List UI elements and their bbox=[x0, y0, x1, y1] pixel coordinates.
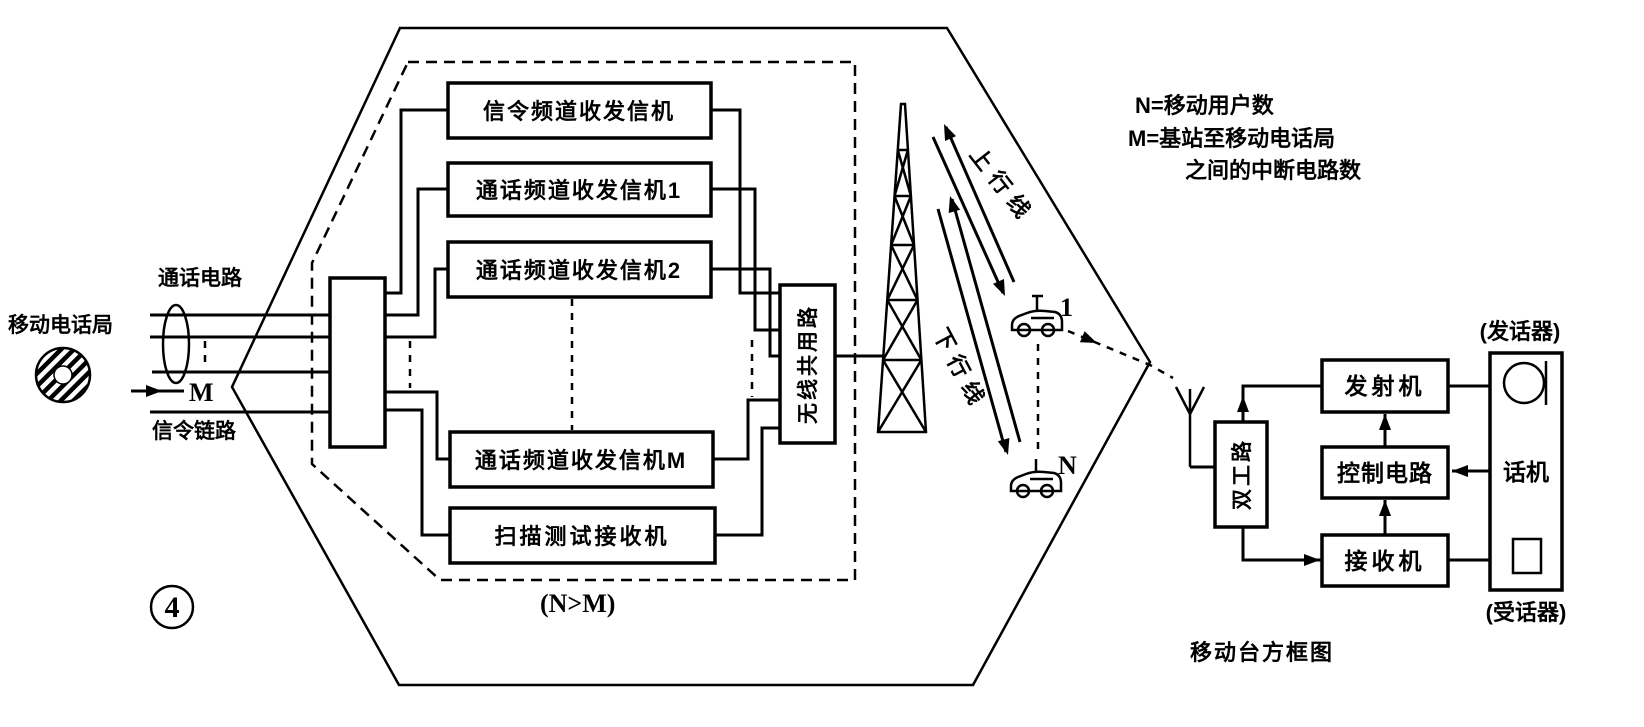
legend: N=移动用户数 M=基站至移动电话局 之间的中断电路数 bbox=[1128, 93, 1362, 183]
uplink-label: 上行线 bbox=[965, 143, 1040, 229]
downlink-arrowhead-up bbox=[948, 196, 961, 214]
earpiece-label: (受话器) bbox=[1486, 600, 1567, 625]
mouthpiece-label: (发话器) bbox=[1480, 319, 1561, 344]
base-station: 信令频道收发信机 通话频道收发信机1 通话频道收发信机2 通话频道收发信机M 扫… bbox=[328, 81, 884, 565]
figure-number-circle bbox=[149, 584, 195, 630]
wire-voice2-to-combiner bbox=[711, 267, 780, 358]
legend-line-1: N=移动用户数 bbox=[1135, 93, 1275, 118]
wire-to-scan-receiver bbox=[385, 408, 450, 537]
control-transmitter-arrowhead bbox=[1379, 414, 1391, 430]
m-count-label: M bbox=[189, 378, 214, 407]
uplink-line-a bbox=[944, 126, 1016, 283]
wire-voice1-to-combiner bbox=[711, 187, 780, 332]
control-circuit-label: 控制电路 bbox=[1337, 460, 1433, 486]
legend-line-3: 之间的中断电路数 bbox=[1185, 158, 1362, 183]
voice-transceiver-2-label: 通话频道收发信机2 bbox=[476, 258, 682, 283]
duplexer-to-transmitter-wire bbox=[1241, 384, 1322, 422]
signaling-transceiver-label: 信令频道收发信机 bbox=[483, 99, 675, 124]
wire-to-voice-transceiver-m bbox=[385, 390, 450, 461]
wire-to-voice-transceiver-2 bbox=[385, 267, 448, 339]
downlink-line-b bbox=[936, 208, 1008, 453]
hexagon-cell-outline bbox=[230, 26, 1152, 687]
wire-voicem-to-combiner bbox=[713, 398, 780, 461]
signaling-link-label: 信令链路 bbox=[152, 419, 237, 443]
earpiece-icon bbox=[1511, 537, 1543, 575]
antenna-combiner-box bbox=[778, 283, 837, 445]
mobile-n-label: N bbox=[1058, 451, 1077, 480]
receiver-label: 接收机 bbox=[1345, 548, 1426, 574]
legend-line-2: M=基站至移动电话局 bbox=[1128, 126, 1335, 151]
radio-links: 上行线 下行线 bbox=[928, 124, 1040, 455]
expansion-link-arrowhead bbox=[1079, 331, 1097, 343]
office-node-center bbox=[53, 365, 73, 385]
mobile-station: 双工路 发射机 控制电路 接收机 话机 (发话器) (受话器) 移动台方框图 bbox=[1174, 319, 1567, 665]
uplink-arrowhead-up bbox=[944, 124, 956, 142]
uplink-arrowhead-down bbox=[993, 278, 1005, 296]
wire-to-signaling-transceiver bbox=[385, 108, 448, 295]
antenna-combiner-label: 无线共用路 bbox=[796, 304, 820, 424]
car-wheel bbox=[1016, 322, 1032, 338]
duplexer-box bbox=[1213, 420, 1269, 529]
voice-transceiver-2-box bbox=[446, 240, 713, 299]
handset-control-arrowhead bbox=[1452, 465, 1468, 477]
base-station-dashed-boundary bbox=[310, 60, 857, 582]
car-wheel bbox=[1040, 322, 1056, 338]
trunk-bundle-brace bbox=[161, 303, 191, 385]
car-wheel bbox=[1015, 483, 1031, 499]
signaling-transceiver-box bbox=[446, 81, 713, 140]
wire-to-voice-transceiver-1 bbox=[385, 187, 448, 317]
mobile-telephone-office: 移动电话局 通话电路 M 信令链路 bbox=[8, 266, 330, 443]
figure-number: 4 bbox=[165, 591, 180, 624]
capacity-note: (N>M) bbox=[540, 589, 615, 618]
duplexer-transmitter-arrowhead bbox=[1237, 396, 1249, 412]
voice-transceiver-1-box bbox=[446, 161, 713, 218]
duplexer-label: 双工路 bbox=[1230, 438, 1254, 510]
transmitter-label: 发射机 bbox=[1344, 373, 1426, 399]
radio-tower bbox=[876, 102, 928, 434]
car-wheel bbox=[1039, 483, 1055, 499]
office-label: 移动电话局 bbox=[8, 313, 113, 337]
mobile-unit-n bbox=[1009, 459, 1063, 499]
handset-box bbox=[1488, 351, 1564, 592]
wire-signaling-to-combiner bbox=[711, 108, 780, 295]
handset-label: 话机 bbox=[1503, 459, 1549, 485]
cell-hexagon bbox=[230, 26, 1152, 687]
downlink-line-a bbox=[950, 198, 1022, 443]
duplexer-receiver-arrowhead bbox=[1304, 554, 1320, 566]
mobile-station-caption: 移动台方框图 bbox=[1190, 640, 1334, 665]
uplink-line-b bbox=[931, 136, 1005, 294]
trunk-lines-label: 通话电路 bbox=[158, 266, 243, 290]
voice-transceiver-1-label: 通话频道收发信机1 bbox=[476, 178, 682, 203]
receiver-control-arrowhead bbox=[1379, 500, 1391, 516]
figure-number-badge: 4 bbox=[149, 584, 195, 630]
voice-transceiver-m-label: 通话频道收发信机M bbox=[475, 448, 687, 473]
mobile-1-label: 1 bbox=[1060, 293, 1073, 322]
scan-test-receiver-label: 扫描测试接收机 bbox=[494, 524, 669, 549]
wire-scan-to-combiner bbox=[715, 426, 780, 537]
m-count-arrowhead bbox=[146, 385, 162, 397]
mobile-station-antenna-icon bbox=[1174, 386, 1206, 467]
mouthpiece-icon bbox=[1502, 361, 1546, 405]
voice-transceiver-m-box bbox=[448, 430, 715, 489]
duplexer-to-receiver-wire bbox=[1241, 527, 1322, 562]
line-interface-box bbox=[328, 276, 387, 449]
mobile-unit-1 bbox=[1010, 294, 1064, 338]
scan-test-receiver-box bbox=[448, 506, 717, 565]
downlink-arrowhead-down bbox=[997, 437, 1010, 455]
